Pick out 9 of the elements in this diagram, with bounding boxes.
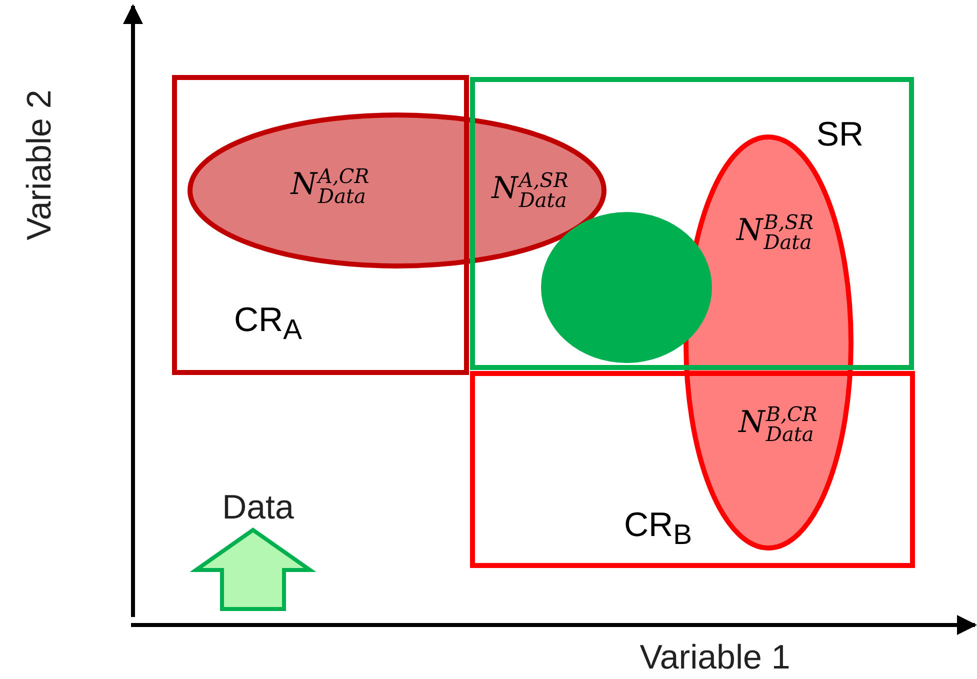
region-label: CR$_{A}$ bbox=[234, 301, 302, 347]
axis-label: Variable 1 bbox=[640, 638, 790, 678]
region-box bbox=[470, 371, 915, 568]
region-box bbox=[172, 75, 469, 375]
arrow-label: Data bbox=[222, 488, 294, 528]
region-box bbox=[470, 77, 914, 370]
region-label: CR$_{B}$ bbox=[624, 506, 692, 552]
region-label: SR bbox=[816, 116, 864, 154]
axis-label: Variable 2 bbox=[20, 90, 60, 240]
